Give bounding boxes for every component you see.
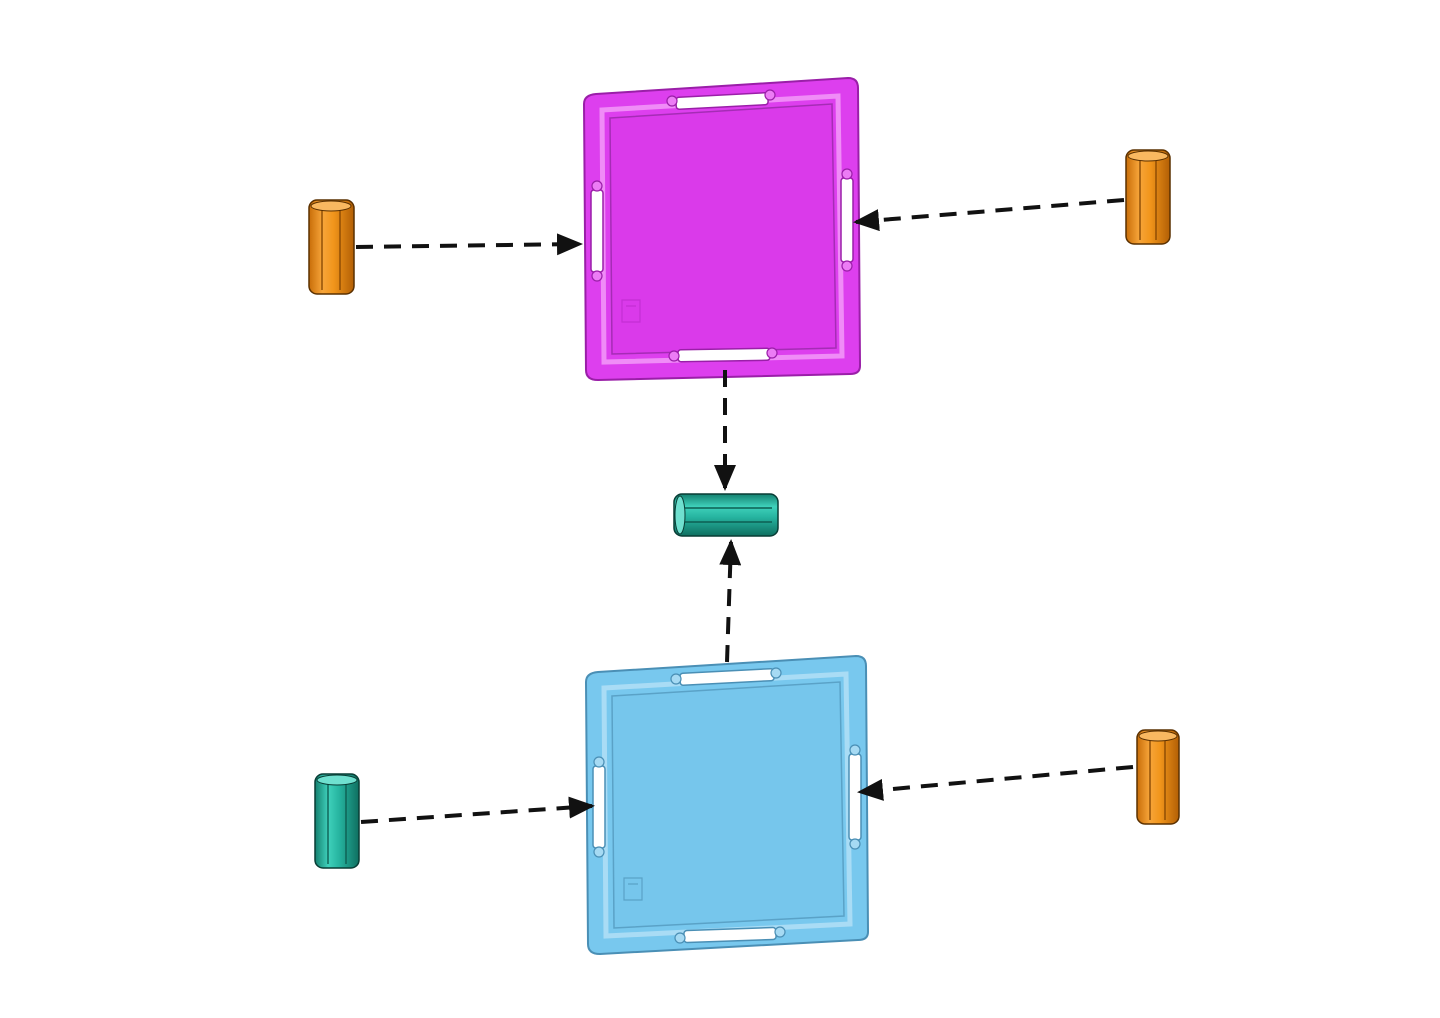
teal-clip-left-bottom (315, 774, 359, 868)
arrow-blue-to-middle (727, 542, 731, 662)
arrow-right-bottom (860, 767, 1133, 792)
orange-clip-left-top (309, 200, 354, 294)
orange-clip-right-top (1126, 150, 1170, 244)
arrow-left-bottom (361, 806, 592, 822)
orange-clip-right-bottom (1137, 730, 1179, 824)
arrow-left-top (356, 244, 580, 247)
arrow-right-top (856, 200, 1124, 222)
teal-clip-middle (674, 494, 778, 536)
magenta-panel (584, 78, 860, 380)
blue-panel (586, 656, 868, 954)
